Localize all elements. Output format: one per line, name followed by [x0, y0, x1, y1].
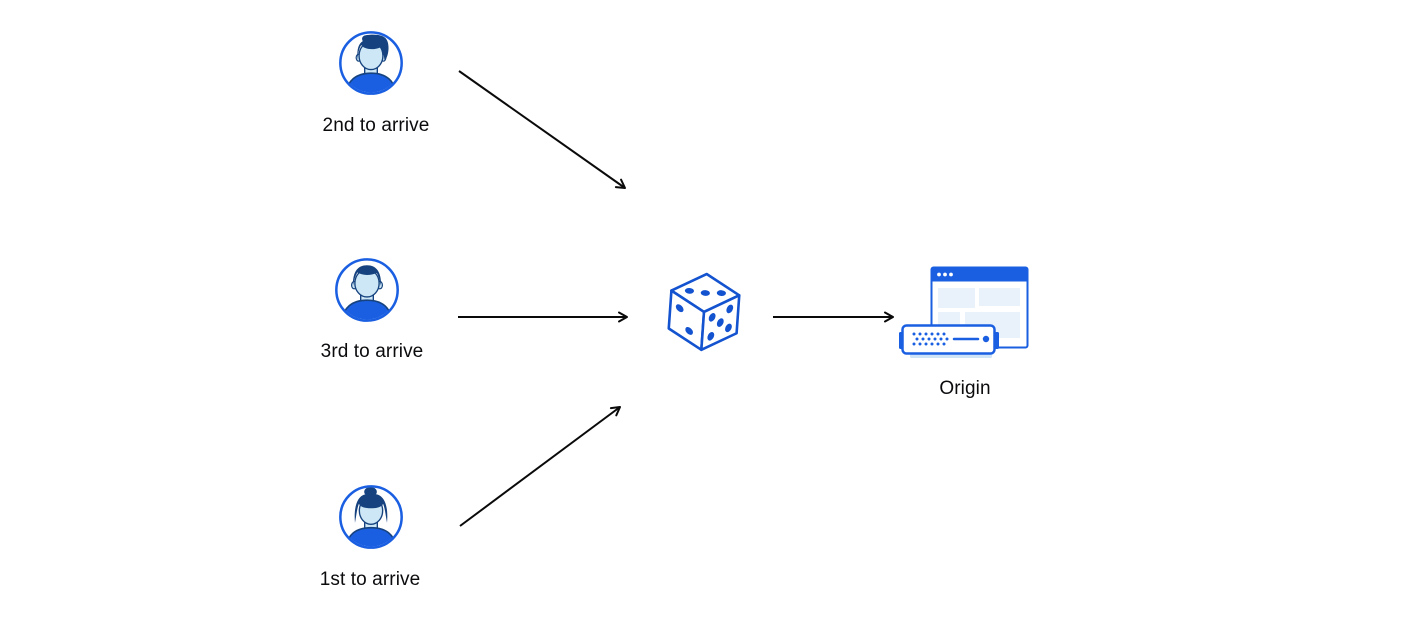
- user-label-1st: 1st to arrive: [319, 569, 421, 590]
- female-avatar-bun-icon: [339, 485, 403, 549]
- user-label-3rd: 3rd to arrive: [320, 341, 424, 362]
- male-avatar-short-hair-icon: [335, 258, 399, 322]
- origin-server-browser-icon: [899, 266, 1029, 358]
- server-icon: [899, 324, 999, 358]
- arrow-1st-to-dice: [459, 406, 621, 527]
- user-label-2nd: 2nd to arrive: [322, 115, 430, 136]
- arrow-2nd-to-dice: [458, 70, 626, 189]
- origin-label: Origin: [939, 378, 991, 399]
- male-avatar-quiff-icon: [339, 31, 403, 95]
- dice-icon: [667, 272, 741, 352]
